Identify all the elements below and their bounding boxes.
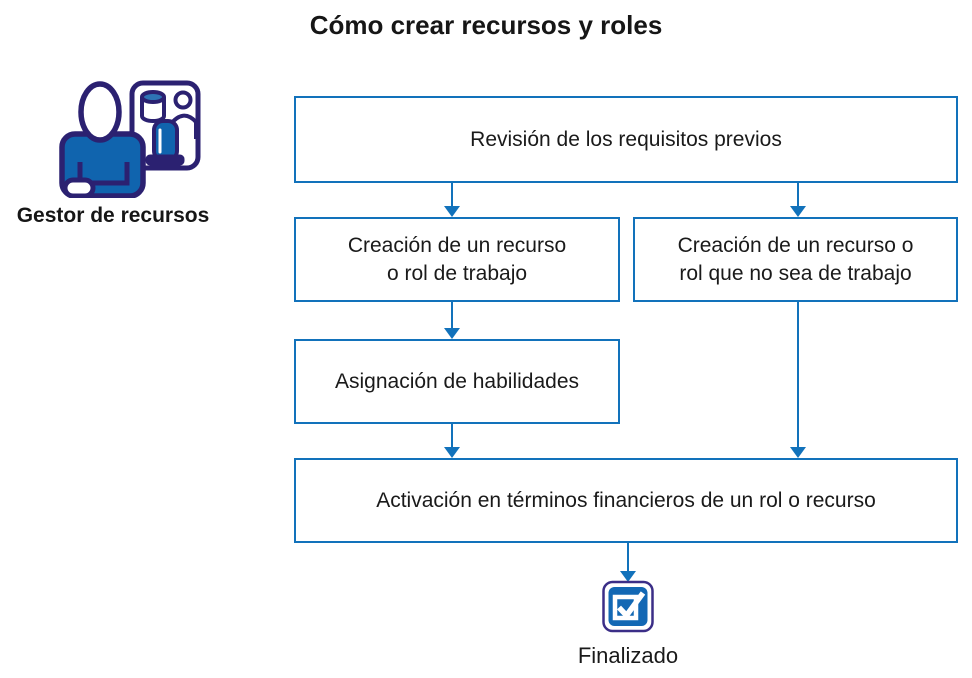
arrowhead-down-icon: [443, 447, 460, 458]
node-review-prerequisites: Revisión de los requisitos previos: [294, 96, 958, 183]
connector-activate-to-finished: [619, 543, 637, 582]
arrowhead-down-icon: [619, 571, 636, 582]
node-label: Creación de un recurso o rol que no sea …: [677, 233, 914, 285]
connector-assign-skills-to-activate: [443, 424, 461, 458]
arrowhead-down-icon: [789, 447, 806, 458]
completed-checkbox-icon: [602, 580, 654, 633]
connector-nonwork-resource-to-activate: [789, 302, 807, 458]
node-label: Revisión de los requisitos previos: [470, 127, 782, 151]
connector-line: [450, 302, 454, 329]
node-create-nonwork-resource: Creación de un recurso o rol que no sea …: [633, 217, 958, 302]
arrowhead-down-icon: [443, 328, 460, 339]
actor-label: Gestor de recursos: [16, 204, 210, 227]
connector-line: [796, 302, 800, 448]
connector-line: [796, 183, 800, 207]
node-create-work-resource: Creación de un recurso o rol de trabajo: [294, 217, 620, 302]
node-activate-financially: Activación en términos financieros de un…: [294, 458, 958, 543]
diagram-title: Cómo crear recursos y roles: [309, 10, 663, 40]
connector-review-to-nonwork-resource: [789, 183, 807, 217]
node-assign-skills: Asignación de habilidades: [294, 339, 620, 424]
connector-line: [450, 183, 454, 207]
connector-review-to-work-resource: [443, 183, 461, 217]
connector-work-resource-to-assign-skills: [443, 302, 461, 339]
arrowhead-down-icon: [789, 206, 806, 217]
node-label: Asignación de habilidades: [334, 369, 579, 393]
finish-label: Finalizado: [577, 643, 679, 668]
resource-manager-icon: [59, 80, 201, 198]
node-label: Creación de un recurso o rol de trabajo: [347, 233, 567, 285]
node-label: Activación en términos financieros de un…: [376, 488, 876, 512]
arrowhead-down-icon: [443, 206, 460, 217]
connector-line: [450, 424, 454, 448]
connector-line: [626, 543, 630, 572]
